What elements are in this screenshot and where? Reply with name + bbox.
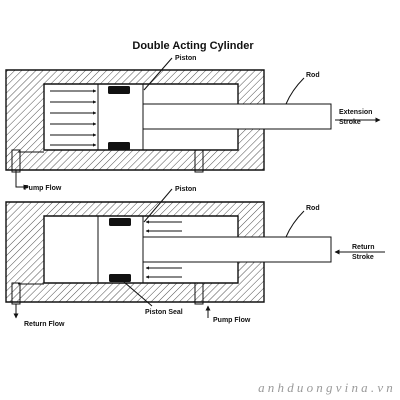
extension-cylinder: Pump Flow Piston Rod Extension Stroke [5,55,381,192]
extension-barrel-wall [5,69,265,171]
extension-pressure-arrows [50,89,97,147]
extension-piston-seal-top [108,86,130,94]
extension-stroke-label-line1: Extension [339,109,372,116]
watermark-text: anhduongvina.vn [258,380,396,395]
return-pump-port [194,282,204,305]
return-rod [142,236,332,263]
return-rod-label: Rod [306,205,320,212]
return-rod-gland [237,237,266,262]
extension-pump-flow-arrow [15,170,29,190]
return-barrel-wall [5,201,265,303]
return-pressure-arrows [145,220,182,279]
return-piston [97,215,144,284]
return-rod-leader [285,210,305,238]
extension-pump-flow-label: Pump Flow [24,185,62,192]
return-stroke-label-line2: Stroke [352,254,374,261]
extension-piston-seal-bottom [108,142,130,150]
extension-stroke-label-line2: Stroke [339,119,361,126]
extension-piston-label: Piston [175,55,196,62]
extension-rod-leader [285,77,305,105]
piston-seal-leader [123,281,153,307]
return-piston-seal-bottom [109,274,131,282]
return-piston-label: Piston [175,186,196,193]
extension-rod-gland [237,104,266,129]
return-piston-seal-top [109,218,131,226]
piston-seal-label: Piston Seal [145,309,183,316]
diagram-title: Double Acting Cylinder [132,40,254,52]
return-stroke-label-line1: Return [352,244,375,251]
extension-return-port [194,149,204,173]
extension-rod-label: Rod [306,72,320,79]
extension-piston-leader [143,57,173,91]
extension-rod [142,103,332,130]
return-pump-flow-label: Pump Flow [213,317,251,324]
return-piston-leader [143,188,173,223]
return-flow-label: Return Flow [24,321,65,328]
return-cylinder: Return Flow Pump Flow Piston Seal Piston… [5,186,385,328]
